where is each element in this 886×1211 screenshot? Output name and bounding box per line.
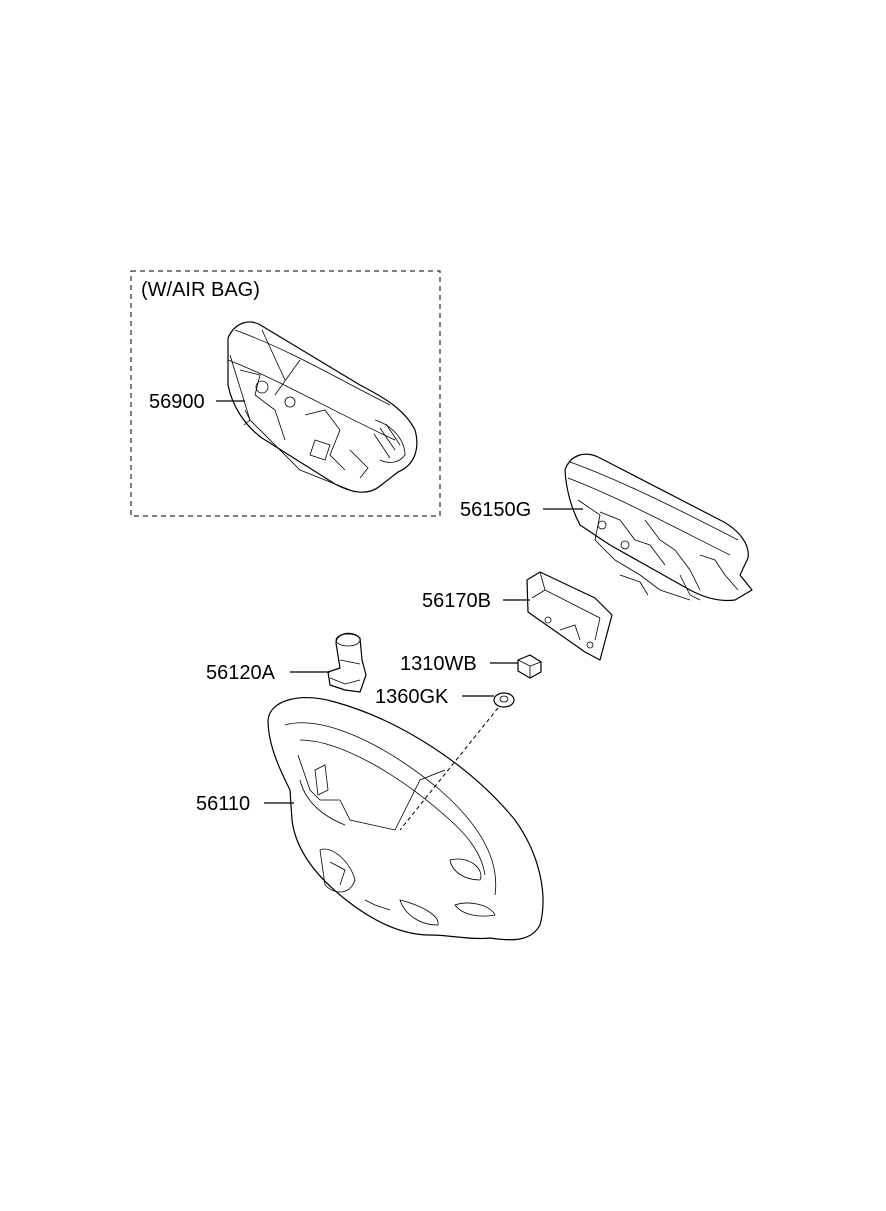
box-label: (W/AIR BAG) xyxy=(141,279,260,301)
airbag-option-box xyxy=(130,270,441,517)
part-label-1360GK[interactable]: 1360GK xyxy=(375,686,449,708)
washer-1360GK xyxy=(493,692,515,708)
switch-56120A xyxy=(327,632,367,693)
part-label-56120A[interactable]: 56120A xyxy=(206,662,275,684)
nut-1310WB xyxy=(517,654,542,679)
airbag-module-56150G xyxy=(564,453,753,602)
part-label-56150G[interactable]: 56150G xyxy=(460,499,532,521)
bracket-56170B xyxy=(526,571,613,661)
part-label-56110[interactable]: 56110 xyxy=(196,793,251,815)
alignment-dashed-line xyxy=(399,707,499,831)
part-label-56900[interactable]: 56900 xyxy=(149,391,205,413)
part-label-56170B[interactable]: 56170B xyxy=(422,590,491,612)
airbag-module-56900 xyxy=(227,321,418,493)
part-label-1310WB[interactable]: 1310WB xyxy=(400,653,477,675)
steering-wheel-56110 xyxy=(267,697,544,941)
